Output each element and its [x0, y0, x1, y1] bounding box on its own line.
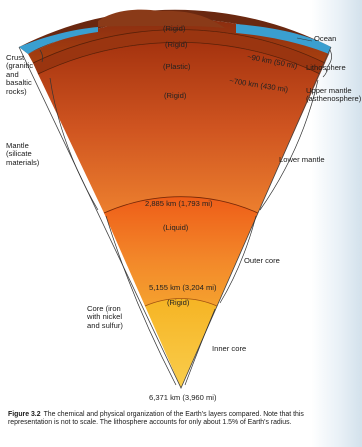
upper-mantle-bracket — [322, 68, 327, 78]
depth-5155km-label: 5,155 km (3,204 mi) — [149, 283, 217, 292]
caption-text: The chemical and physical organization o… — [8, 411, 304, 427]
crust-bracket — [39, 49, 44, 63]
rigid-second-label: (Rigid) — [165, 40, 188, 49]
depth-6371km-label: 6,371 km (3,960 mi) — [149, 393, 217, 402]
crust-layer — [19, 9, 331, 54]
core-bracket — [105, 215, 177, 386]
boundary-5155km — [144, 298, 218, 307]
depth-2885km-label: 2,885 km (1,793 mi) — [145, 199, 213, 208]
crust-label: Crust (granitic and basaltic rocks) — [6, 53, 34, 96]
rigid-top-label: (Rigid) — [163, 24, 186, 33]
ocean-left — [19, 27, 98, 54]
boundary-2885km — [103, 196, 259, 214]
figure-number: Figure 3.2 — [8, 411, 41, 418]
rigid-core-label: (Rigid) — [167, 298, 190, 307]
upper-mantle-label: Upper mantle (asthenosphere) — [306, 86, 362, 104]
lower-mantle-bracket — [259, 79, 319, 211]
outer-core-layer — [104, 196, 258, 306]
lower-mantle-layer — [38, 42, 320, 213]
inner-core-bracket — [184, 308, 216, 386]
ocean-label: Ocean — [314, 34, 337, 43]
boundary-700km — [37, 41, 321, 75]
rigid-mantle-label: (Rigid) — [164, 91, 187, 100]
continent-relief — [98, 9, 225, 28]
lower-mantle-label: Lower mantle — [279, 155, 325, 164]
ocean-leader — [296, 37, 313, 42]
inner-core-label: Inner core — [212, 344, 247, 353]
mantle-label: Mantle (silicate materials) — [6, 141, 40, 167]
lithosphere-bracket — [327, 49, 332, 67]
plastic-label: (Plastic) — [163, 62, 191, 71]
core-label: Core (iron with nickel and sulfur) — [87, 304, 123, 330]
outer-core-bracket — [219, 215, 257, 304]
liquid-label: (Liquid) — [163, 223, 189, 232]
ocean-right — [236, 24, 331, 54]
outer-core-label: Outer core — [244, 256, 280, 265]
mantle-bracket — [49, 77, 99, 211]
lithosphere-label: Lithosphere — [306, 63, 346, 72]
upper-mantle-layer — [33, 29, 325, 74]
inner-core-layer — [145, 298, 217, 388]
boundary-90km — [32, 29, 326, 64]
